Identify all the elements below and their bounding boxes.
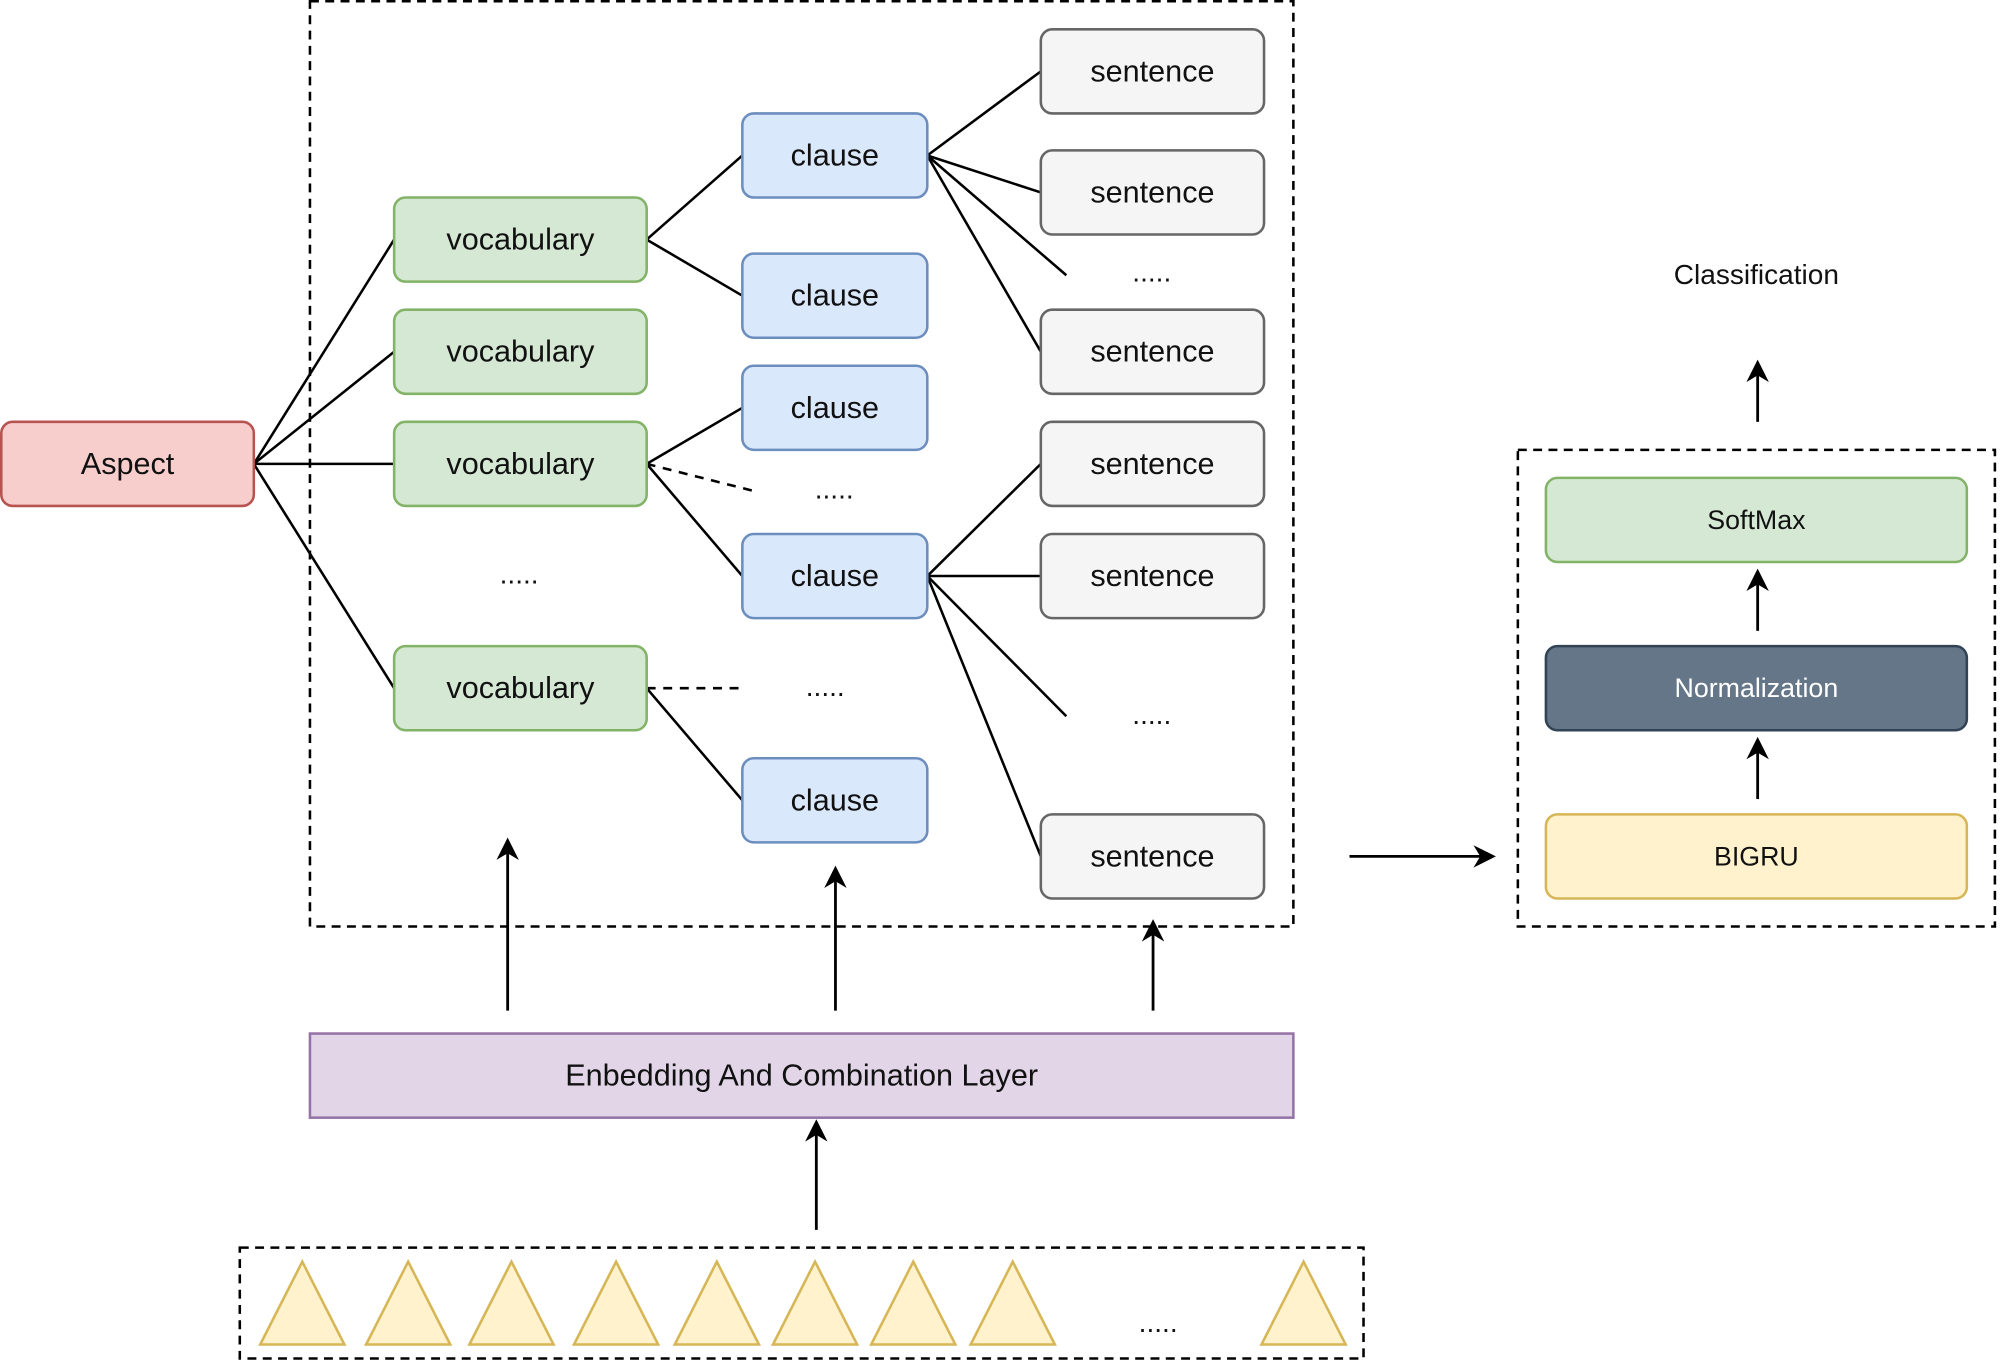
sentence-node-box [1039, 308, 1266, 396]
embedding-layer: Enbedding And Combination Layer [308, 1032, 1295, 1119]
token-triangle [968, 1258, 1057, 1346]
token-triangle [869, 1258, 958, 1346]
clause-ellipsis: ..... [815, 473, 854, 504]
bigru-layer: BIGRU [1544, 813, 1969, 900]
nodes-layer: Aspect vocabulary vocabulary vocabulary voca… [0, 28, 1969, 1119]
clause-node-box [741, 532, 929, 620]
vocabulary-node-box [392, 308, 648, 396]
softmax-layer-box [1544, 476, 1969, 564]
edge-line [926, 462, 1042, 577]
token-triangle [467, 1258, 556, 1346]
sentence-node-box [1039, 420, 1266, 508]
aspect-vocabulary-edge [252, 463, 396, 689]
sentence-ellipsis: ..... [1132, 699, 1171, 730]
edges-layer [252, 70, 1068, 857]
sentence-node-label: sentence [1090, 839, 1214, 873]
dashed-edge [646, 462, 753, 492]
token-triangle [1259, 1258, 1348, 1346]
sentence-node-box [1039, 28, 1266, 115]
edge-line [926, 154, 1042, 194]
clause-node: clause [741, 532, 929, 620]
token-triangle [571, 1258, 661, 1346]
edge-line [645, 463, 744, 577]
edge-line [926, 154, 1068, 277]
vocabulary-ellipsis: ..... [500, 559, 539, 590]
vocabulary-node-box [392, 420, 648, 508]
vocabulary-node-label: vocabulary [446, 335, 595, 369]
clause-node-label: clause [791, 138, 879, 172]
normalization-layer-box [1544, 644, 1969, 732]
bigru-layer-box [1544, 813, 1969, 900]
vocabulary-node-label: vocabulary [446, 447, 595, 481]
aspect-node-label: Aspect [81, 447, 175, 481]
edge-line [645, 154, 744, 241]
aspect-vocabulary-edge [253, 350, 395, 465]
sentence-node-label: sentence [1090, 559, 1214, 593]
clause-node-box [741, 112, 929, 199]
clause-node-label: clause [791, 391, 879, 425]
token-triangle [770, 1258, 860, 1346]
sentence-node: sentence [1039, 149, 1266, 236]
normalization-layer: Normalization [1544, 644, 1969, 732]
softmax-layer-label: SoftMax [1707, 505, 1806, 535]
sentence-node: sentence [1039, 813, 1266, 900]
vocabulary-node: vocabulary [392, 420, 648, 508]
clause-node-label: clause [791, 783, 879, 817]
vocabulary-node: vocabulary [392, 308, 648, 396]
sentence-node-box [1039, 149, 1266, 236]
softmax-layer: SoftMax [1544, 476, 1969, 564]
sentence-node: sentence [1039, 308, 1266, 396]
aspect-node: Aspect [0, 420, 256, 508]
normalization-layer-label: Normalization [1675, 673, 1839, 703]
embedding-layer-label: Enbedding And Combination Layer [565, 1059, 1038, 1093]
edge-line [926, 575, 1068, 718]
edge-line [926, 575, 1042, 857]
edge-line [646, 238, 743, 297]
sentence-ellipsis: ..... [1132, 257, 1171, 288]
token-triangle [363, 1258, 453, 1346]
edge-line [926, 70, 1042, 157]
arrows-layer [496, 359, 1769, 1230]
clause-node-box [741, 757, 929, 844]
edge-line [645, 687, 744, 802]
vocabulary-node: vocabulary [392, 196, 648, 283]
input-frame [238, 1246, 1365, 1360]
edge-line [646, 406, 743, 465]
sentence-node-box [1039, 813, 1266, 900]
clause-node: clause [741, 252, 929, 339]
vocabulary-node-box [392, 644, 648, 732]
sentence-node-label: sentence [1090, 175, 1214, 209]
bigru-layer-label: BIGRU [1714, 841, 1799, 871]
aspect-node-box [0, 420, 256, 508]
clause-node-label: clause [791, 559, 879, 593]
sentence-node: sentence [1039, 420, 1266, 508]
edge-line [926, 154, 1042, 353]
token-ellipsis: ..... [1139, 1307, 1178, 1338]
clause-node: clause [741, 112, 929, 199]
vocabulary-node: vocabulary [392, 644, 648, 732]
clause-node-box [741, 364, 929, 452]
clause-node-label: clause [791, 279, 879, 313]
vocabulary-node-label: vocabulary [446, 223, 595, 257]
clause-node: clause [741, 364, 929, 452]
embedding-layer-box [308, 1032, 1295, 1119]
sentence-node-box [1039, 532, 1266, 620]
classification-label: Classification [1674, 259, 1839, 290]
sentence-node-label: sentence [1090, 447, 1214, 481]
sentence-node-label: sentence [1090, 54, 1214, 88]
classifier-frame [1516, 448, 1997, 928]
input-tokens [258, 1258, 1348, 1346]
sentence-node-label: sentence [1090, 335, 1214, 369]
clause-node: clause [741, 757, 929, 844]
vocabulary-node-box [392, 196, 648, 283]
vocabulary-node-label: vocabulary [446, 671, 595, 705]
clause-ellipsis: ..... [806, 671, 845, 702]
token-triangle [672, 1258, 762, 1346]
clause-node-box [741, 252, 929, 339]
sentence-node: sentence [1039, 532, 1266, 620]
sentence-node: sentence [1039, 28, 1266, 115]
token-triangle [258, 1258, 347, 1346]
aspect-vocabulary-edge [252, 238, 396, 465]
